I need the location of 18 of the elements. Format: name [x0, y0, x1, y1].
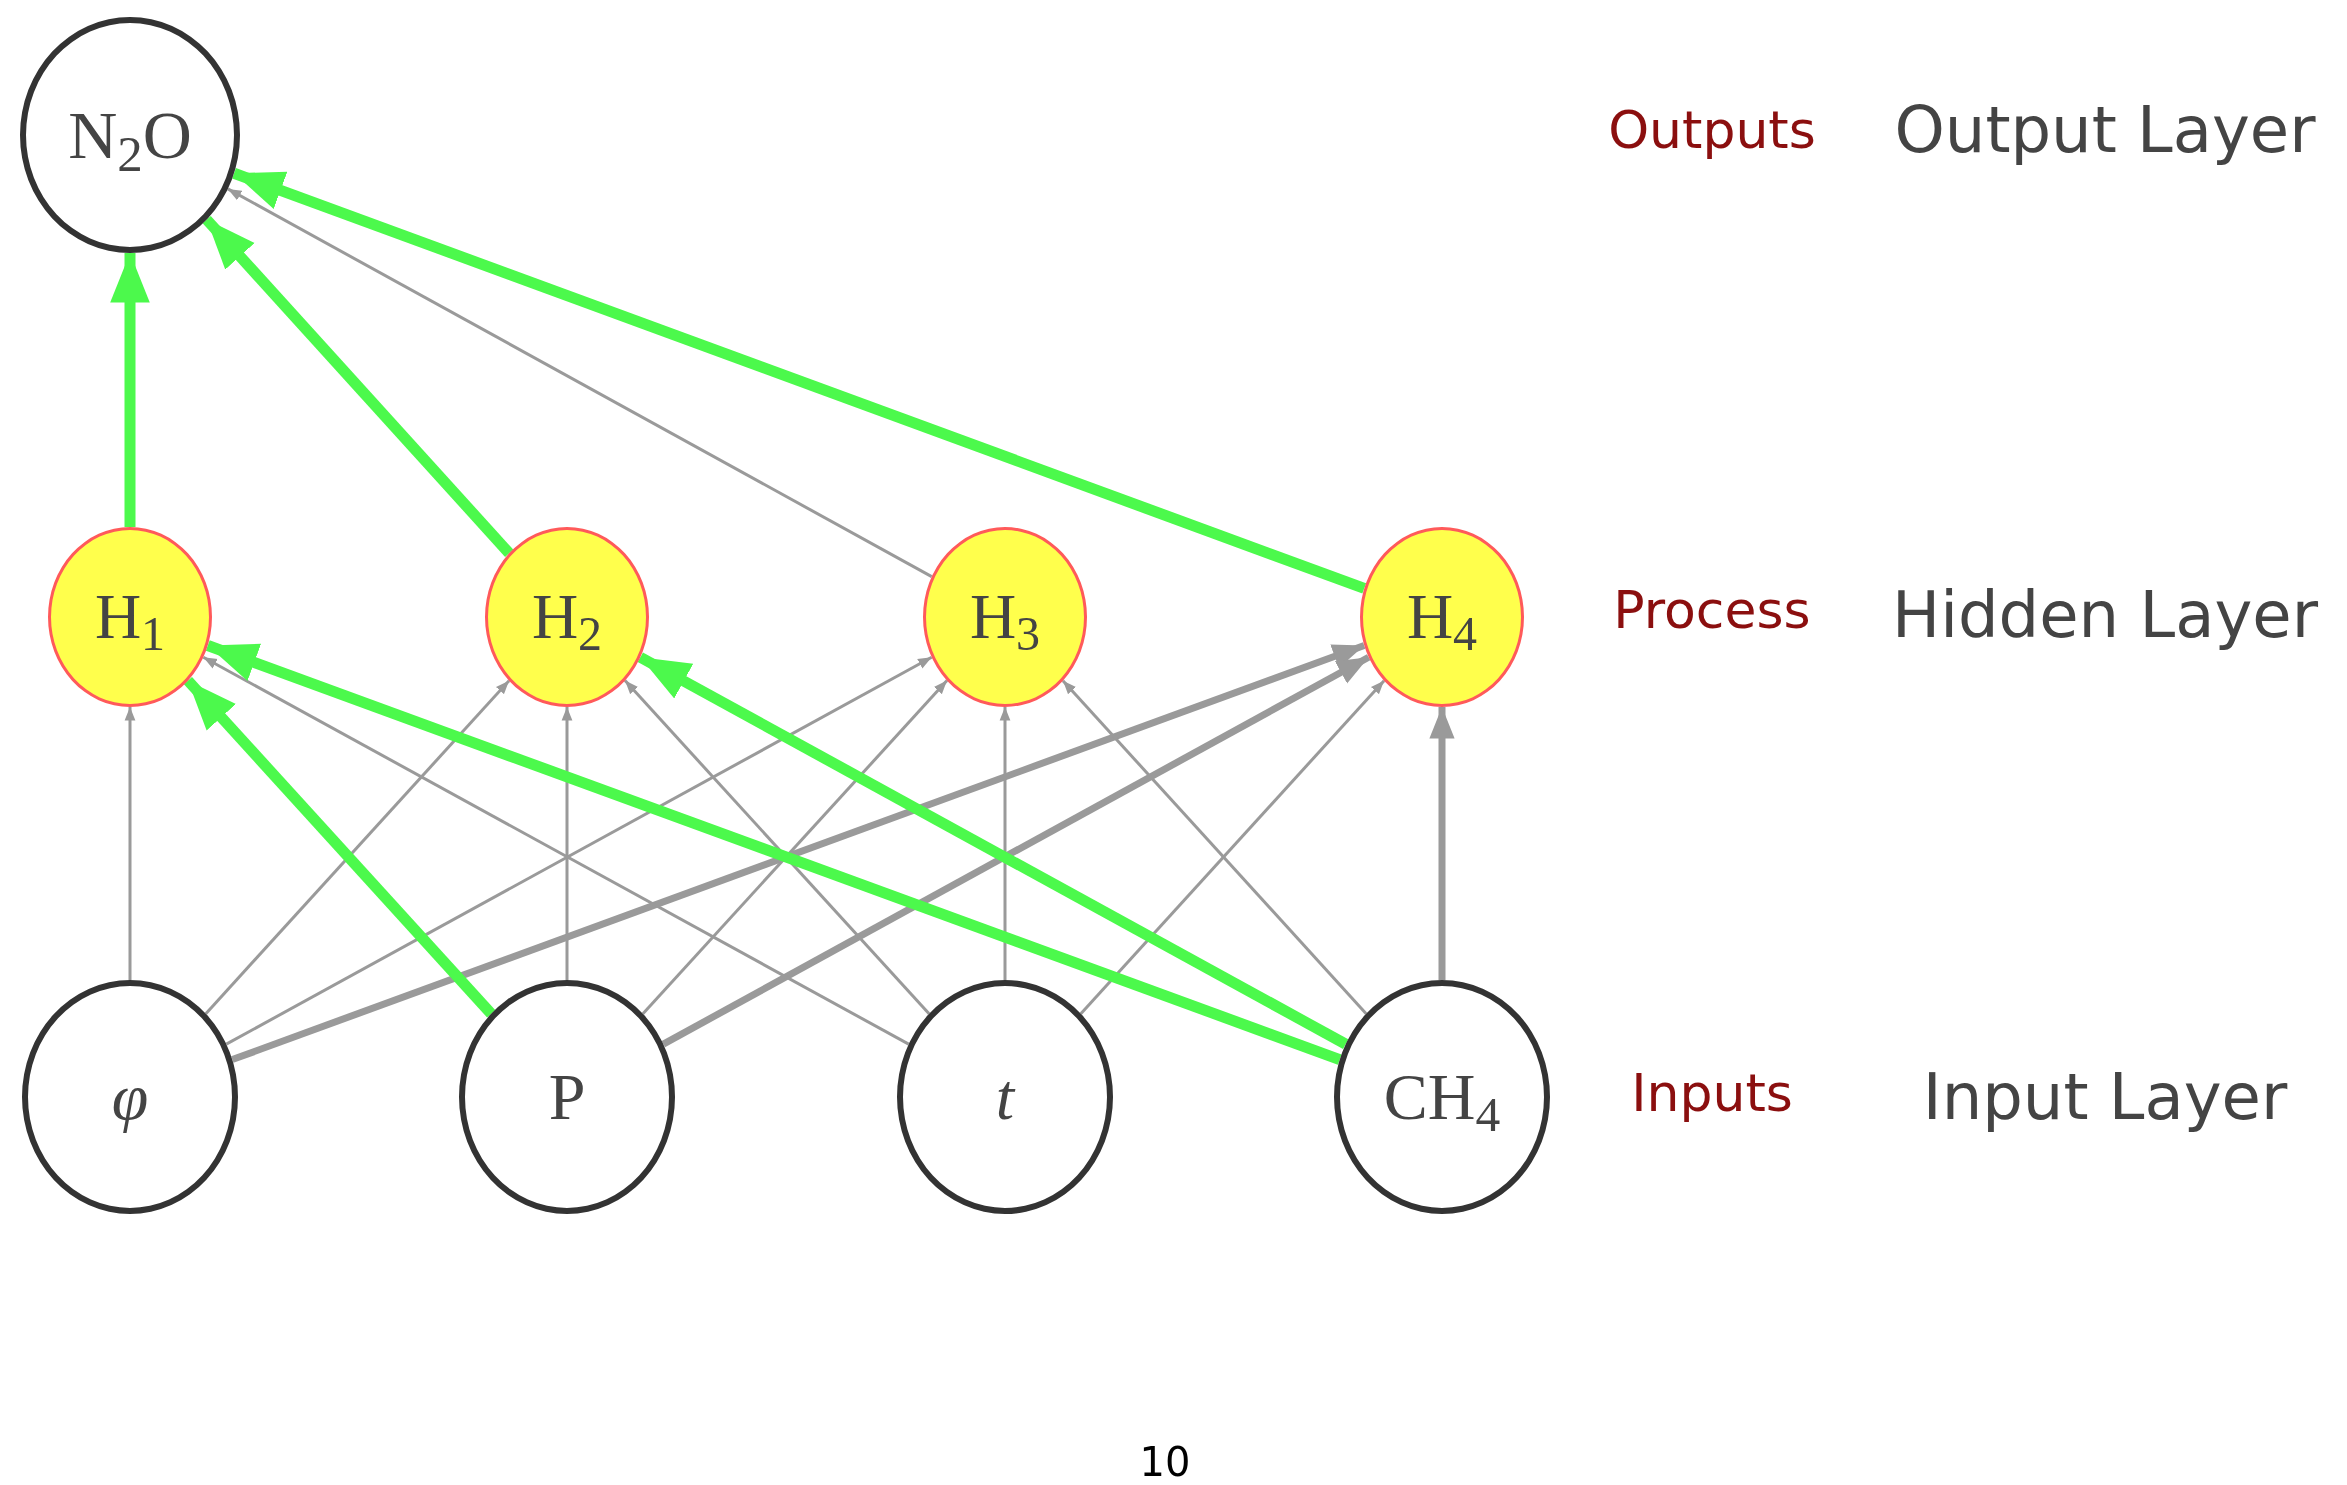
arrow	[999, 707, 1011, 980]
arrow	[124, 707, 136, 980]
arrow	[232, 168, 1367, 594]
neuron-label: H$_{4}$	[1406, 585, 1478, 649]
neuron-label: H$_{2}$	[531, 585, 603, 649]
arrow	[202, 215, 514, 557]
arrow	[561, 707, 573, 980]
page-number: 10	[1139, 1442, 1191, 1482]
neuron-label: t	[995, 1064, 1015, 1130]
neuron-label: H$_{1}$	[94, 585, 166, 649]
arrow	[110, 253, 150, 527]
neuron-label: CH$_{4}$	[1383, 1064, 1501, 1130]
neuron-label: N$_{2}$O	[68, 101, 192, 169]
arrow	[227, 187, 933, 578]
neuron-label: H$_{3}$	[969, 585, 1041, 649]
layer-role-label: Process	[1613, 584, 1811, 636]
arrow	[1429, 707, 1455, 980]
neuron-label: P	[548, 1064, 586, 1130]
